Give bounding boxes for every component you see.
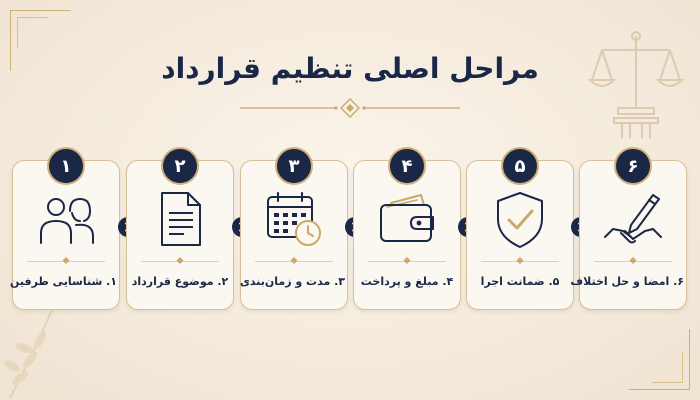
step-label: ۳. مدت و زمان‌بندی	[239, 275, 345, 288]
step-label: ۴. مبلغ و پرداخت	[360, 275, 454, 288]
corner-ornament-top-left	[10, 10, 71, 71]
step-label: ۱. شناسایی طرفین	[10, 275, 117, 288]
card-divider	[594, 261, 672, 262]
card-divider	[141, 261, 219, 262]
shield-check-icon	[497, 192, 543, 248]
scales-of-justice-icon	[588, 31, 684, 138]
step-label: ۶. امضا و حل اختلاف	[570, 275, 684, 288]
handshake-pen-icon	[604, 194, 662, 244]
card-divider	[368, 261, 446, 262]
card-divider	[255, 261, 333, 262]
step-number-badge: ۱	[47, 147, 85, 185]
step-number-badge: ۶	[614, 147, 652, 185]
people-icon	[40, 198, 94, 244]
title-divider-ornament	[240, 98, 460, 118]
wallet-icon	[380, 194, 434, 242]
step-number-badge: ۵	[501, 147, 539, 185]
step-card-1: ۱ ۱. شناسایی طرفین	[10, 147, 120, 310]
calendar-clock-icon	[267, 192, 321, 246]
step-label: ۲. موضوع قرارداد	[131, 275, 229, 288]
step-card-2: ۲ ۲. موضوع قرارداد	[126, 147, 234, 310]
step-card-3: ۳ ۳. مدت و زمان‌بندی	[239, 147, 348, 310]
step-card-4: ۴ ۴. مبلغ و پرداخت	[353, 147, 461, 310]
laurel-branch-icon	[3, 309, 53, 399]
step-card-5: ۵ ۵. ضمانت اجرا	[466, 147, 574, 310]
corner-ornament-bottom-right	[629, 329, 690, 390]
document-icon	[161, 192, 201, 246]
card-divider	[27, 261, 105, 262]
card-divider	[481, 261, 559, 262]
step-label: ۵. ضمانت اجرا	[480, 275, 560, 288]
page-title: مراحل اصلی تنظیم قرارداد	[161, 52, 539, 85]
step-card-6: ۶ ۶. امضا و حل اختلاف	[570, 147, 687, 310]
step-number-badge: ۲	[161, 147, 199, 185]
step-number-badge: ۴	[388, 147, 426, 185]
step-number-badge: ۳	[275, 147, 313, 185]
